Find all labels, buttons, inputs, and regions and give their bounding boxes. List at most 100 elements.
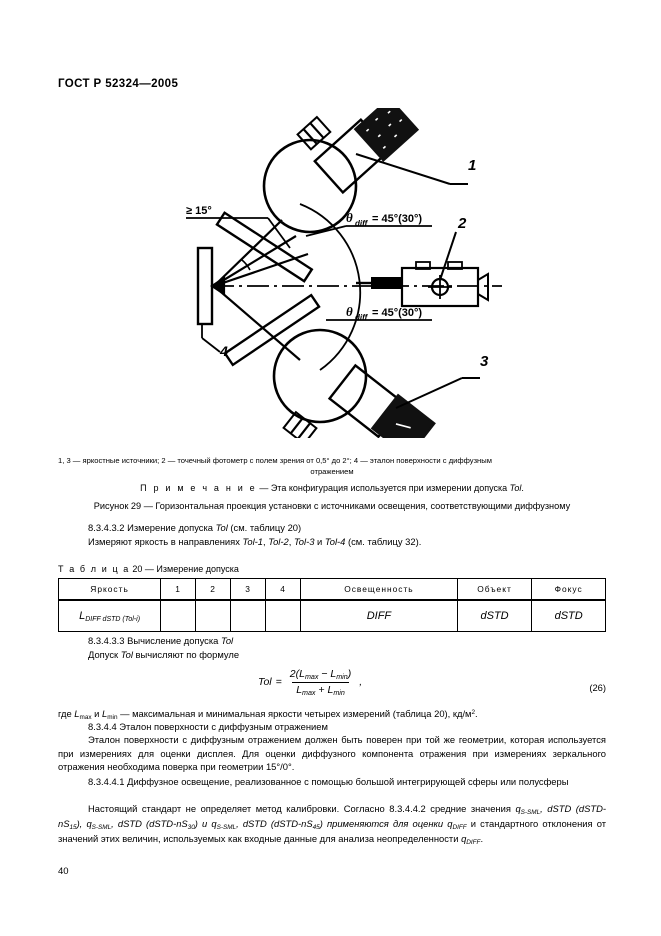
where-lmin: L (102, 708, 108, 719)
calc-body-term: Tol (120, 648, 133, 660)
dstd-ns30-b: ) и (194, 818, 212, 830)
direction-tol-4: Tol-4 (324, 535, 346, 547)
section-8-3-4-4-body: Эталон поверхности с диффузным отражение… (58, 734, 606, 773)
direction-tol-3: Tol-3 (293, 535, 315, 547)
row-label-main: L (79, 609, 86, 622)
num-c: ) (347, 668, 352, 680)
formula-where-clause: где Lmax и Lmin — максимальная и минимал… (58, 707, 606, 722)
figure-label-3: 3 (480, 353, 489, 370)
q-diff-2-sub: DIFF (466, 838, 481, 846)
figure-label-theta-top: θ diff = 45°(30°) (346, 210, 422, 228)
section-8-3-4-3-3-body: Допуск Tol вычисляют по формуле (58, 648, 606, 662)
table-20: Яркость 1 2 3 4 Освещенность Объект Фоку… (57, 578, 606, 632)
where-lmax: L (74, 708, 80, 719)
num-a: 2(L (289, 668, 305, 680)
dstd-ns30-a: (dSTD-nS (141, 818, 188, 830)
num-sub-max: max (304, 672, 319, 681)
num-sub-min: min (336, 672, 348, 681)
figure-note-label: П р и м е ч а н и е (140, 483, 257, 493)
section-8-3-4-4-2-body: Настоящий стандарт не определяет метод к… (58, 803, 607, 846)
th-illumination: Освещенность (300, 578, 458, 601)
table-20-title: Т а б л и ц а 20 — Измерение допуска (58, 564, 239, 574)
td-c4 (265, 599, 302, 632)
where-sup: 2 (471, 708, 476, 716)
dstd-3: , dSTD (236, 818, 267, 830)
calib-text-1: Настоящий стандарт не определяет метод к… (88, 803, 516, 814)
den-a: L (296, 683, 303, 696)
formula-26: Tol = 2(Lmax − Lmin) Lmax + Lmin , (258, 668, 362, 697)
svg-text:= 45°(30°): = 45°(30°) (372, 307, 422, 319)
figure-legend-line1: 1, 3 — яркостные источники; 2 — точечный… (58, 456, 492, 465)
section-8-3-4-3-3: 8.3.4.3.3 Вычисление допуска Tol Допуск … (58, 634, 606, 661)
dstd-ns45-sub: 45 (312, 823, 320, 831)
formula-number: (26) (589, 682, 606, 693)
dstd-2: , dSTD (111, 818, 142, 830)
figure-label-1: 1 (468, 157, 476, 174)
dstd-1: dSTD (547, 803, 572, 814)
figure-label-min-angle: ≥ 15° (186, 205, 212, 217)
formula-lhs: Tol (258, 676, 272, 689)
optical-setup-svg: 1 2 3 4 ≥ 15° θ diff = 45°(30°) θ diff =… (186, 108, 502, 438)
th-4: 4 (265, 578, 302, 601)
sep-3: и (314, 535, 325, 547)
figure-legend: 1, 3 — яркостные источники; 2 — точечный… (58, 455, 606, 478)
calc-heading-term: Tol (220, 635, 234, 646)
calc-body-a: Допуск (88, 648, 121, 660)
figure-note-end: . (521, 483, 524, 493)
where-lmin-sub: min (107, 713, 118, 721)
den-sub-min: min (333, 688, 345, 697)
th-1: 1 (160, 578, 197, 601)
where-end: . (475, 708, 478, 719)
calc-body-b: вычисляют по формуле (132, 648, 240, 660)
calc-heading-text: 8.3.4.3.3 Вычисление допуска (88, 635, 221, 646)
td-object: dSTD (456, 599, 533, 632)
svg-text:θ: θ (346, 304, 353, 319)
page-number: 40 (58, 866, 69, 877)
dstd-ns30-sub: 30 (187, 823, 195, 831)
figure-legend-line2: отражением (310, 467, 354, 477)
heading-tail: (см. таблицу 20) (227, 522, 302, 533)
q-s-sml-2-sub: S-SML (91, 823, 112, 831)
heading-term: Tol (215, 522, 228, 533)
q-s-sml-3-sub: S-SML (216, 823, 237, 831)
body-text-a: Измеряют яркость в направлениях (88, 535, 243, 547)
row-label-sub: DIFF dSTD (Tol-i) (85, 615, 141, 623)
figure-caption: Рисунок 29 — Горизонтальная проекция уст… (93, 501, 571, 511)
standard-header: ГОСТ Р 52324—2005 (58, 78, 179, 90)
sep-1: , (263, 535, 269, 547)
q-s-sml-1-sub: S-SML (520, 808, 541, 816)
dstd-ns45-a: (dSTD-nS (266, 818, 313, 830)
svg-text:diff: diff (355, 219, 369, 228)
where-prefix: где (58, 708, 75, 719)
calib-tail-end: . (480, 833, 484, 845)
heading-text-a: 8.3.4.3.2 Измерение допуска (88, 522, 216, 533)
where-text: — максимальная и минимальная яркости чет… (117, 708, 472, 719)
td-c2 (195, 599, 232, 632)
formula-denominator: Lmax + Lmin (292, 681, 349, 697)
section-8-3-4-4-heading: 8.3.4.4 Эталон поверхности с диффузным о… (88, 721, 328, 732)
td-c3 (230, 599, 267, 632)
section-8-3-4-3-2-heading: 8.3.4.3.2 Измерение допуска Tol (см. таб… (58, 521, 606, 535)
body-text-b: (см. таблицу 32). (345, 535, 422, 547)
formula-26-row: Tol = 2(Lmax − Lmin) Lmax + Lmin , (26) (58, 668, 606, 708)
td-c1 (160, 599, 197, 632)
figure-note-term: Tol (509, 483, 522, 493)
th-2: 2 (195, 578, 232, 601)
direction-tol-2: Tol-2 (268, 535, 289, 547)
dstd-ns15-a: (dSTD-nS (58, 803, 606, 830)
dstd-ns15-sub: 15 (69, 823, 77, 831)
q-s-sml-2: q (86, 818, 92, 830)
td-row-label: LDIFF dSTD (Tol-i) (57, 599, 162, 632)
q-s-sml-3: q (211, 818, 217, 830)
formula-equals: = (275, 676, 282, 689)
td-focus: dSTD (531, 599, 606, 632)
where-mid: и (91, 708, 103, 719)
table-title-word: Т а б л и ц а (58, 564, 130, 574)
dstd-ns45-b: ) применяются для оценки (319, 818, 448, 830)
th-object: Объект (456, 578, 533, 601)
figure-29-diagram: 1 2 3 4 ≥ 15° θ diff = 45°(30°) θ diff =… (150, 108, 530, 438)
svg-text:θ: θ (346, 210, 353, 225)
dstd-ns15-b: ), (76, 818, 87, 830)
section-8-3-4-3-2: 8.3.4.3.2 Измерение допуска Tol (см. таб… (58, 521, 606, 548)
